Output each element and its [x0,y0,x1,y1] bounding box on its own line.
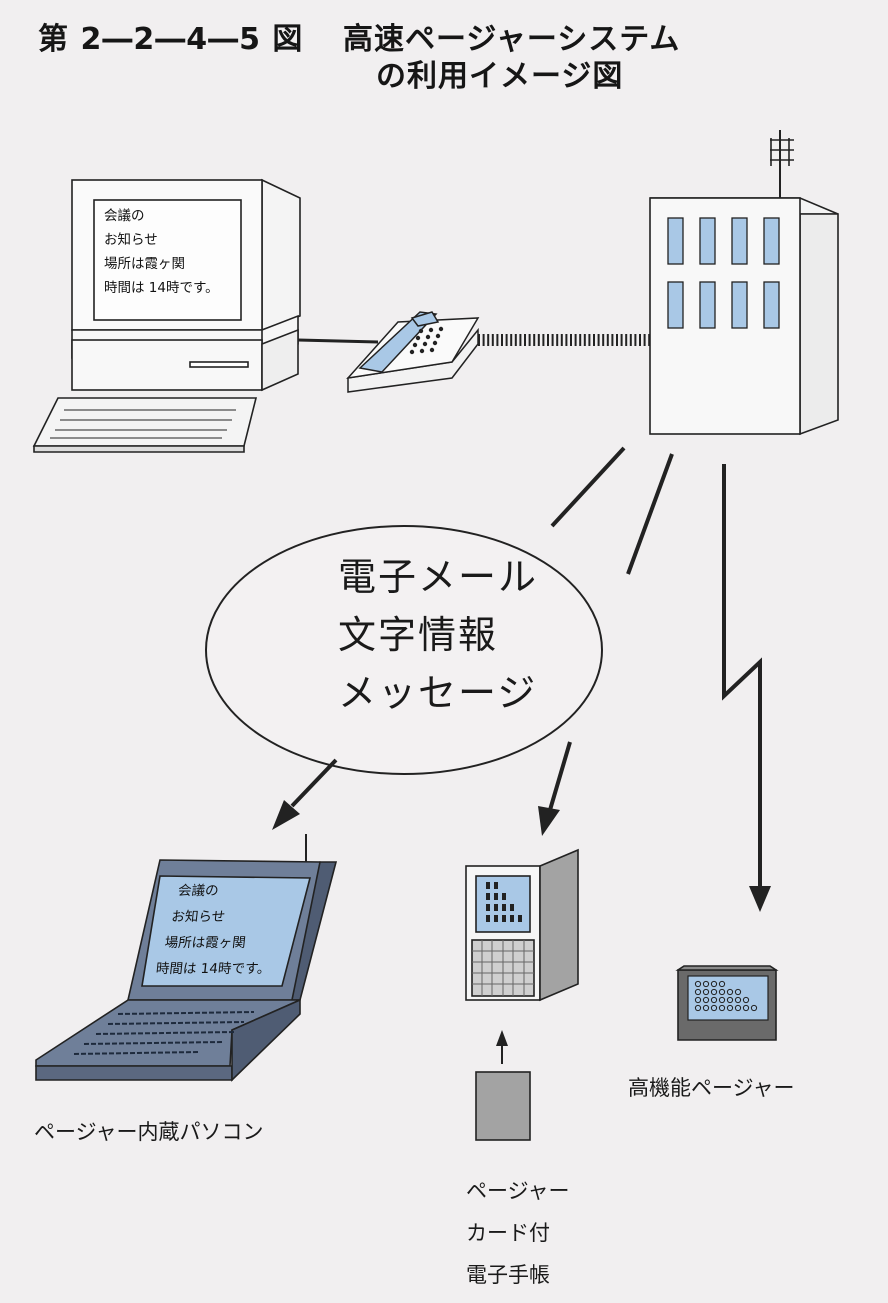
bubble-line-message: メッセージ [338,664,538,722]
pager-card-icon [476,1072,530,1140]
radio-signal-bolt [724,464,760,888]
desktop-screen-text: 会議の お知らせ 場所は霞ヶ関 時間は 14時です。 [104,204,219,300]
laptop-screen-line-4: 時間は 14時です。 [155,956,272,982]
arrow-to-laptop [292,760,336,806]
pager-label: 高機能ページャー [628,1072,795,1102]
link-building-to-bubble-2 [628,454,672,574]
laptop-screen-text: 会議の お知らせ 場所は霞ヶ関 時間は 14時です。 [161,878,281,982]
electronic-organizer-icon [466,850,578,1000]
pager-arrowhead [749,886,771,912]
bubble-line-text-info: 文字情報 [338,606,538,664]
laptop-screen-line-1: 会議の [169,878,280,904]
bubble-line-email: 電子メール [338,548,538,606]
high-function-pager-icon [678,966,776,1040]
desktop-screen-line-3: 場所は霞ヶ関 [104,252,219,276]
card-label-line-2: カード付 [466,1212,570,1254]
laptop-label: ページャー内蔵パソコン [34,1116,264,1146]
card-label-line-3: 電子手帳 [466,1254,570,1296]
card-organizer-label: ページャー カード付 電子手帳 [466,1170,570,1296]
desktop-screen-line-4: 時間は 14時です。 [104,276,219,300]
card-insert-arrowhead [496,1030,508,1046]
desktop-cable [298,340,378,342]
desktop-screen-line-1: 会議の [104,204,219,228]
desktop-screen-line-2: お知らせ [104,228,219,252]
bubble-text: 電子メール 文字情報 メッセージ [338,548,538,722]
telephone-icon [348,312,478,392]
base-station-building-icon [650,130,838,434]
laptop-screen-line-3: 場所は霞ヶ関 [163,930,274,956]
laptop-screen-line-2: お知らせ [166,904,277,930]
card-label-line-1: ページャー [466,1170,570,1212]
link-building-to-bubble-1 [552,448,624,526]
arrow-to-card-head [538,806,560,836]
arrow-to-card [550,742,570,810]
